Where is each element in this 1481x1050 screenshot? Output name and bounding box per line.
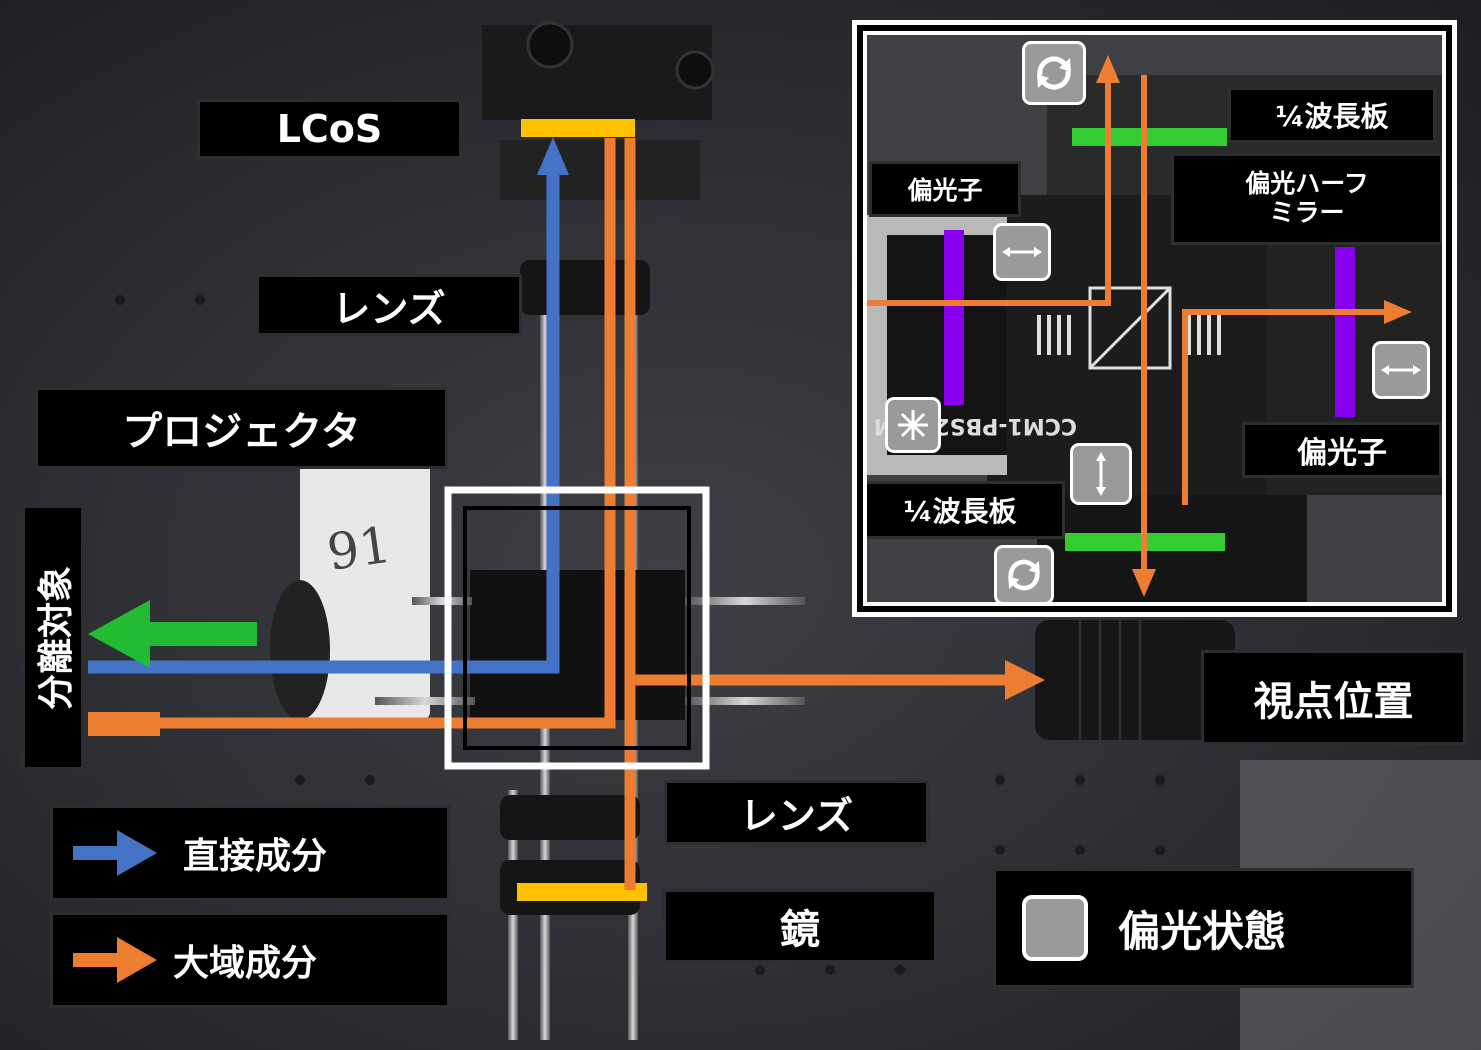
legend-polarization-text: 偏光状態 bbox=[1118, 906, 1287, 956]
green-arrow-shaft bbox=[140, 622, 257, 646]
horizontal-linear-polarization-icon bbox=[1372, 341, 1430, 399]
direct-path-arrowhead bbox=[537, 137, 569, 175]
svg-text:91: 91 bbox=[324, 516, 395, 582]
legend-global-text: 大域成分 bbox=[173, 943, 318, 984]
camera-lens bbox=[1035, 620, 1235, 740]
beamsplitter-highlight-inner bbox=[463, 506, 691, 750]
circular-polarization-icon bbox=[994, 545, 1054, 602]
label-mirror: 鏡 bbox=[663, 889, 937, 963]
separation-target-text: 分離対象 bbox=[36, 565, 78, 710]
mirror-plate bbox=[517, 883, 647, 901]
legend-global-component: 大域成分 bbox=[50, 912, 450, 1008]
legend-direct-text: 直接成分 bbox=[183, 836, 328, 877]
vertical-linear-polarization-icon bbox=[1070, 443, 1132, 505]
inset-label-polarizer-left: 偏光子 bbox=[869, 161, 1021, 217]
lcos-mount bbox=[482, 25, 712, 120]
inset-label-quarter-wave-top: ¼波長板 bbox=[1228, 87, 1436, 143]
orange-arrow-icon bbox=[73, 937, 157, 983]
blue-arrow-icon bbox=[73, 830, 157, 876]
lcos-plate bbox=[521, 119, 635, 137]
label-lens-bottom: レンズ bbox=[664, 780, 929, 845]
inset-label-polarizer-right: 偏光子 bbox=[1242, 422, 1442, 478]
beamsplitter-highlight-outer bbox=[444, 486, 710, 770]
inset-input-path bbox=[867, 80, 1111, 306]
inset-viewpoint-path bbox=[1182, 309, 1387, 505]
horizontal-linear-polarization-icon bbox=[993, 223, 1051, 281]
inset-inner-frame: CCM1-PBS251/M ¼波長板 偏光子 偏光ハーフ ミラ bbox=[863, 31, 1446, 606]
viewpoint-arrowhead bbox=[1005, 660, 1045, 700]
legend-direct-component: 直接成分 bbox=[50, 805, 450, 901]
polarizer-right-bar bbox=[1335, 247, 1355, 417]
beamsplitter-cube bbox=[470, 570, 685, 720]
label-viewpoint: 視点位置 bbox=[1201, 650, 1466, 745]
target-card bbox=[300, 430, 430, 720]
label-separation-target: 分離対象 bbox=[22, 505, 84, 770]
global-component-path bbox=[88, 138, 616, 729]
inset-label-polarizing-half-mirror: 偏光ハーフ ミラー bbox=[1171, 153, 1442, 245]
half-mirror-line-2: ミラー bbox=[1269, 198, 1345, 227]
projector-lens bbox=[270, 580, 330, 720]
polarizer-left-bar bbox=[944, 230, 964, 405]
polarization-state-swatch bbox=[1022, 895, 1088, 961]
direct-component-path bbox=[88, 160, 560, 674]
inset-panel: CCM1-PBS251/M ¼波長板 偏光子 偏光ハーフ ミラ bbox=[852, 20, 1457, 617]
circular-polarization-icon bbox=[1022, 41, 1086, 105]
quarter-wave-plate-top bbox=[1072, 128, 1227, 146]
label-lens-top: レンズ bbox=[256, 274, 522, 336]
legend-polarization-state: 偏光状態 bbox=[993, 868, 1414, 988]
green-arrow-head bbox=[88, 600, 150, 668]
label-lcos: LCoS bbox=[197, 99, 462, 159]
unpolarized-icon bbox=[885, 397, 941, 453]
label-projector: プロジェクタ bbox=[35, 387, 448, 469]
inset-label-quarter-wave-bottom: ¼波長板 bbox=[867, 481, 1065, 539]
lens-mount-bottom bbox=[500, 795, 640, 840]
half-mirror-line-1: 偏光ハーフ bbox=[1245, 169, 1369, 199]
